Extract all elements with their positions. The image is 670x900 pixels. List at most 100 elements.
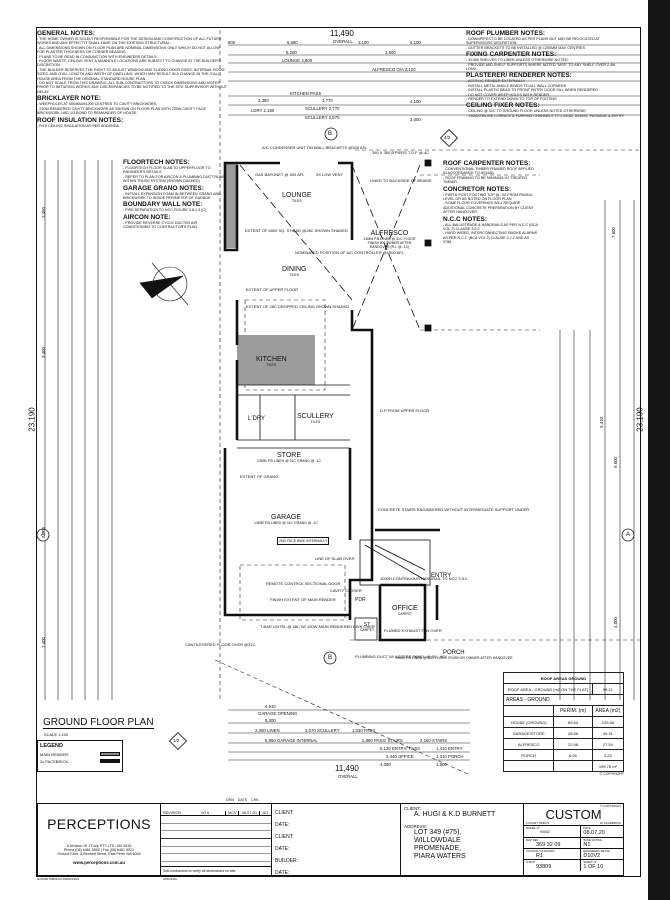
dimension: 3,000 <box>410 117 421 122</box>
room-name: GARAGE <box>271 514 301 521</box>
note: - Acrylic render externally <box>466 79 526 84</box>
note: - Render to extend down to top of footin… <box>466 97 557 102</box>
note: - Provide reverse cycle ducted air condi… <box>123 220 199 230</box>
cell: HOUSE (GROUND) <box>502 716 555 728</box>
project-type: CUSTOM <box>545 807 602 822</box>
drawn-by: MCV <box>225 811 238 815</box>
signoff-client[interactable]: CLIENT: <box>275 834 294 840</box>
room-name: LOUNGE <box>282 192 312 199</box>
room-name: PORCH <box>442 650 465 656</box>
revision-date: 08.07.20 <box>238 811 259 815</box>
facebrick-swatch <box>100 759 120 763</box>
annotation: NOMINATED POSITION OF A/C CONTROLLER @15… <box>295 250 404 255</box>
model-number: 90002 <box>540 830 550 834</box>
col-header: CHK <box>251 798 259 802</box>
dimension: 2,440 OFFICE <box>386 754 414 759</box>
dimension: 5,300 <box>265 718 276 723</box>
signoff-client[interactable]: CLIENT: <box>275 810 294 816</box>
dimension: 3,490 <box>40 207 46 218</box>
main-render-shading <box>225 163 315 385</box>
signoff-builder[interactable]: BUILDER: <box>275 858 299 864</box>
address-line: LOT 349 (#75), <box>414 829 462 836</box>
scan-edge <box>648 0 670 900</box>
room-garage: GARAGE13mm P.B LINED @ 31c GRANO @ -1c <box>254 514 318 525</box>
col-header: DATE <box>237 798 248 802</box>
dimension: LOUNGE 4,800 <box>282 58 313 63</box>
spec-left: LUXURY SPECS <box>526 821 550 825</box>
overall-label: OVERALL <box>338 774 358 779</box>
note: - Weepholes at minimum1200 centres to ca… <box>37 102 158 107</box>
note: - Hard wired, interconnecting smoke alar… <box>443 231 538 245</box>
revision-rows <box>161 816 271 866</box>
dimension: 2,160 STAIRS <box>420 738 448 743</box>
dimension: 3,350 <box>258 98 269 103</box>
company-info: Phone (08) 6461 5500 | Fax (08) 6461 552… <box>63 848 135 852</box>
note: - All dimensions shown on floor plan are… <box>37 45 220 55</box>
note: - Roof framing to be minimum H2 treated … <box>443 175 528 185</box>
room-note: 13mm P.B LINED @ 31c GRANO @ -1c <box>254 521 319 525</box>
note: - Install metal angle beads to all wall … <box>466 83 567 88</box>
cell: 28.66 <box>553 727 593 739</box>
field-label: WIND RATING <box>583 838 602 842</box>
address-line: PROMENADE, <box>414 845 462 852</box>
signoff-date[interactable]: DATE: <box>275 870 290 876</box>
company-logo: PERCEPTIONS <box>47 816 151 832</box>
revision-header: REVISION VO # MCV 08.07.20 AO <box>161 804 271 816</box>
signoff-date[interactable]: DATE: <box>275 846 290 852</box>
col-header: PERIM. (m) <box>553 705 593 717</box>
notes-heading: BRICKLAYER NOTE: <box>37 95 102 103</box>
garage-tag: 2ND FACE BWK INTERNALLY <box>277 537 330 545</box>
section-marker-b-bottom: B <box>328 655 333 661</box>
company-website: www.perceptions.com.au <box>73 860 125 865</box>
dimension: 2,880 PASS/ STAIRS <box>362 738 403 743</box>
room-floor: TILES <box>310 420 321 424</box>
dimension: SCULLERY 2,770 <box>305 106 340 111</box>
coastal-category: R1 <box>536 853 544 859</box>
room-floor: TILES <box>266 363 277 367</box>
general-notes: GENERAL NOTES: - The home owner is solel… <box>37 29 227 128</box>
overall-dimension-top: 11,490 <box>330 29 354 38</box>
signoff-date[interactable]: DATE: <box>275 822 290 828</box>
notes-heading: ROOF CARPENTER NOTES: <box>443 160 531 167</box>
annotation: 1000h CONTINUOUS HANDRAIL TO NCC 3.9.2 <box>380 576 468 581</box>
note: - Do not scale from this drawing. All su… <box>37 81 227 94</box>
copyright: © COPYRIGHT <box>599 772 624 776</box>
annotation: A/C CONDENSER UNIT ON WALL BRACKETS @500… <box>262 145 368 150</box>
cell: 27.54 <box>591 738 625 750</box>
notes-heading: ROOF INSULATION NOTES: <box>37 116 124 124</box>
client-block: CLIENT: A. HUGI & K.D BURNETT ADDRESS: L… <box>400 803 524 876</box>
spec-right: 2c FACEBRICK <box>599 821 621 825</box>
client-name: A. HUGI & K.D BURNETT <box>414 811 496 818</box>
annotation: LINED TO BACKSIDE OF BEAMS <box>370 178 432 183</box>
field-label: JOB Nº <box>526 860 536 864</box>
note: - Pier & post footing top @ -3c from pav… <box>443 192 533 202</box>
plan-title: GROUND FLOOR PLAN <box>43 717 154 729</box>
note: - Plans to be read in conjunction with e… <box>37 54 158 59</box>
original-stamp: ORIGINAL <box>163 877 178 881</box>
note: - All balustrade & handrails as per N.C.… <box>443 222 538 232</box>
field-label: SHEET Nº <box>583 860 597 864</box>
trade-notes-middle: ROOF CARPENTER NOTES: - Conventional tim… <box>443 159 538 245</box>
note: - 4x450 shelves to linen unless otherwis… <box>466 58 569 63</box>
annotation: LINE OF SLAB OVER <box>315 556 355 561</box>
address-line: PIARA WATERS <box>414 853 466 860</box>
note: - The builder reserves the right to adju… <box>37 67 225 81</box>
engineers-detail: D10V2 <box>583 853 601 859</box>
dimension: 4,910 <box>265 704 276 709</box>
dimension: 9,410 <box>598 417 604 428</box>
room-name: OFFICE <box>392 605 418 612</box>
room-name: ST <box>363 622 371 628</box>
note: - Ceiling @ 31c to ground floor unless n… <box>466 109 587 114</box>
annotation: FINISH EXTENT OF MAIN RENDER <box>270 597 336 602</box>
dimension: 1,310 PORCH <box>436 754 464 759</box>
field-label: DATE <box>583 826 591 830</box>
address-label: ADDRESS: <box>404 824 428 829</box>
legend-item: 2c FACEBRICK: <box>40 759 120 764</box>
room-name: KITCHEN <box>256 356 287 363</box>
